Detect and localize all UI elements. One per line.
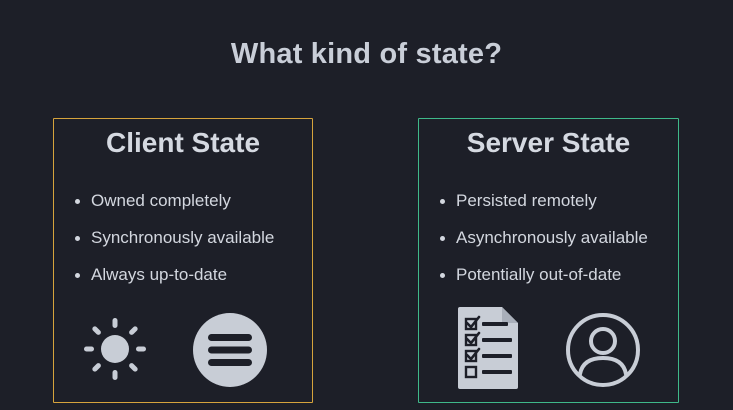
sun-icon — [84, 318, 146, 380]
database-menu-icon — [193, 313, 267, 387]
server-state-list: Persisted remotely Asynchronously availa… — [439, 191, 648, 302]
list-item: Persisted remotely — [439, 191, 648, 228]
server-state-title: Server State — [466, 127, 631, 158]
client-state-panel: Client State Owned completely Synchronou… — [53, 118, 313, 403]
client-state-title: Client State — [105, 127, 261, 158]
list-item: Owned completely — [74, 191, 274, 228]
client-state-list: Owned completely Synchronously available… — [74, 191, 274, 302]
slide-title: What kind of state? — [230, 38, 503, 70]
list-item: Synchronously available — [74, 228, 274, 265]
list-item: Asynchronously available — [439, 228, 648, 265]
list-item: Potentially out-of-date — [439, 265, 648, 302]
server-state-panel: Server State Persisted remotely Asynchro… — [418, 118, 679, 403]
list-item: Always up-to-date — [74, 265, 274, 302]
user-avatar-icon — [566, 313, 640, 387]
checklist-document-icon — [458, 307, 518, 389]
